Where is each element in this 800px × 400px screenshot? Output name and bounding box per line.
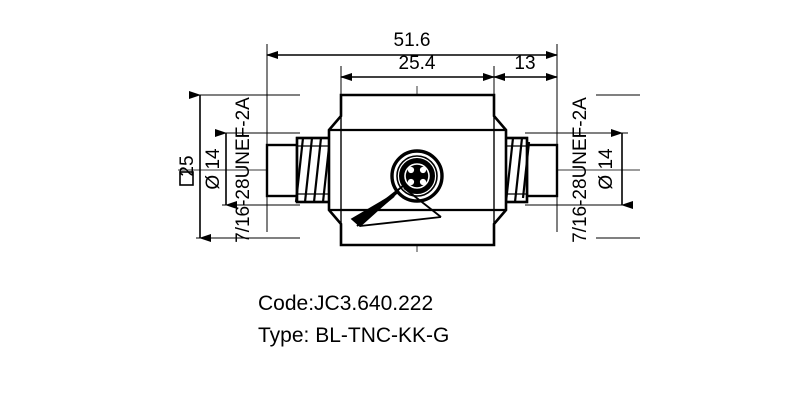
leader-tail <box>403 187 442 218</box>
dimension-51-6: 51.6 <box>266 30 558 59</box>
left-shell-outer <box>265 143 299 198</box>
seal-dot <box>407 166 415 174</box>
leader-wedge-edge-2 <box>356 195 395 227</box>
leader-wedge <box>350 185 442 228</box>
part-geometry <box>265 93 559 247</box>
thread-spec-label-left: 7/16-28UNEF-2A <box>233 97 254 243</box>
dimension-13: 13 <box>493 53 558 81</box>
dim-label-d14-left: Ø 14 <box>203 148 224 190</box>
dim-label-d14-right: Ø 14 <box>596 148 617 190</box>
caption-type: Type: BL-TNC-KK-G <box>258 324 449 347</box>
seal-dot <box>419 166 427 174</box>
dimension-25-4: 25.4 <box>340 53 495 81</box>
seal-dot <box>407 178 415 186</box>
seal-dot <box>419 178 427 186</box>
seal-core <box>404 163 430 189</box>
dimension-square-25: 25 <box>177 91 211 242</box>
dim-label-body: 25.4 <box>399 53 436 74</box>
seal-marking <box>390 149 444 203</box>
dim-label-overall: 51.6 <box>394 30 431 51</box>
leader-wedge-edge <box>355 185 404 224</box>
dim-label-right-thread: 13 <box>514 53 535 74</box>
seal-dots <box>407 166 427 186</box>
leader-base <box>359 216 442 227</box>
right-shell-outer <box>525 143 559 198</box>
caption-code: Code:JC3.640.222 <box>258 292 433 315</box>
thread-spec-label-right: 7/16-28UNEF-2A <box>570 97 591 243</box>
dimension-diameter-14-right: Ø 14 <box>596 129 633 209</box>
square-symbol-icon <box>179 171 194 186</box>
dimension-diameter-14-left: Ø 14 <box>203 129 237 209</box>
title-block: Code:JC3.640.222 Type: BL-TNC-KK-G <box>258 292 449 347</box>
